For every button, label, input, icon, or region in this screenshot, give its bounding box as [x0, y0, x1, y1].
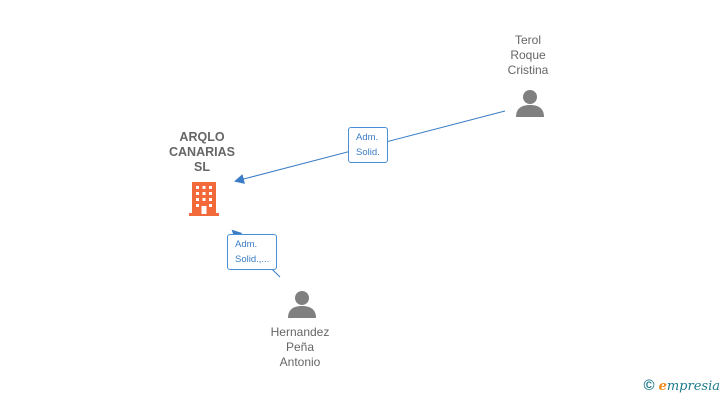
person-name-line-1: Terol: [514, 33, 541, 47]
person-name-hernandez[interactable]: Hernandez Peña Antonio: [256, 325, 344, 370]
company-name-line-2: CANARIAS: [169, 145, 235, 159]
brand-initial: e: [658, 378, 667, 394]
relation-label-terol[interactable]: Adm. Solid.: [348, 127, 388, 163]
copyright-icon: ©: [643, 377, 655, 394]
building-icon[interactable]: [188, 181, 220, 216]
person-icon[interactable]: [515, 88, 545, 118]
person-name-line-2: Peña: [285, 340, 315, 354]
person-name-line-3: Antonio: [279, 355, 321, 369]
person-name-line-1: Hernandez: [270, 325, 330, 339]
relation-label-line-1: Adm.: [356, 132, 379, 143]
person-name-line-3: Cristina: [507, 63, 549, 77]
relation-label-line-2: Solid.,...: [235, 254, 270, 265]
brand-name-rest: mpresia: [666, 378, 720, 394]
person-name-terol[interactable]: Terol Roque Cristina: [490, 33, 566, 78]
brand-name: empresia: [659, 379, 720, 394]
relation-label-line-1: Adm.: [235, 239, 258, 250]
company-name-line-1: ARQLO: [179, 130, 225, 144]
relation-label-line-2: Solid.: [356, 147, 380, 158]
company-name-line-3: SL: [194, 160, 210, 174]
company-name[interactable]: ARQLO CANARIAS SL: [160, 130, 244, 175]
brand-watermark: © empresia: [644, 378, 720, 394]
person-name-line-2: Roque: [510, 48, 546, 62]
person-icon[interactable]: [287, 289, 317, 319]
relation-label-hernandez[interactable]: Adm. Solid.,...: [227, 234, 278, 270]
